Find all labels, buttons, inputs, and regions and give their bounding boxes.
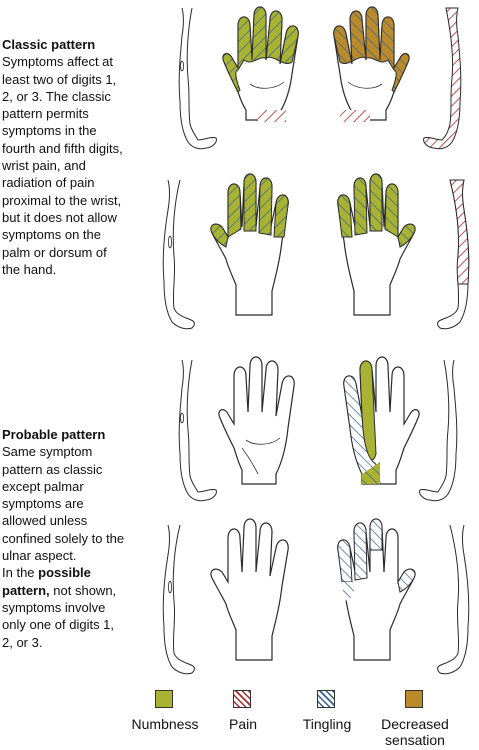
text-line: ulnar aspect. [2, 548, 77, 564]
text-line: but it does not allow [2, 209, 117, 225]
text-line: except palmar [2, 478, 84, 494]
possible-bold: possible [38, 565, 91, 581]
arm-figure [162, 524, 195, 675]
text-line: allowed unless [2, 513, 88, 529]
text-line: symptoms in the [2, 123, 97, 139]
arm-figure [419, 359, 458, 502]
text-line: proximal to the wrist, [2, 192, 122, 208]
text-line: palm or dorsum of [2, 244, 107, 260]
legend-label-decreased-line1: Decreased [381, 716, 449, 732]
hand-dorsum-plain [210, 518, 289, 661]
text-line: pattern permits [2, 106, 89, 122]
text-line: wrist pain, and [2, 158, 86, 174]
text-line: symptoms on the [2, 227, 101, 243]
hand-numbness-classic [222, 6, 299, 121]
legend-swatch-pain [233, 690, 251, 708]
text-line: only one of digits 1, [2, 617, 115, 633]
text-line: fourth and fifth digits, [2, 140, 123, 156]
hand-dorsum-numbness-left [210, 173, 289, 316]
hand-dorsum-tingling [337, 518, 416, 661]
arm-figure [178, 7, 217, 150]
legend-label-numbness: Numbness [131, 716, 199, 732]
text-line: pattern as classic [2, 461, 103, 477]
text-line: symptoms involve [2, 599, 106, 615]
possible-bold: pattern, [2, 582, 50, 598]
text-line: 2, or 3. [2, 634, 43, 650]
wrist-pain-band [258, 110, 286, 122]
legend-label-tingling: Tingling [302, 716, 352, 732]
arm-figure [178, 359, 217, 502]
wrist-pain-band [340, 110, 370, 122]
text-line: 2, or 3. The classic [2, 88, 111, 104]
probable-pattern-heading: Probable pattern [2, 427, 106, 442]
text-line: least two of digits 1, [2, 71, 117, 87]
hand-palm-probable [343, 356, 420, 485]
text-line: In the [2, 565, 39, 581]
text-line: symptoms are [2, 496, 84, 512]
classic-pattern-heading: Classic pattern [2, 37, 96, 52]
arm-figure [162, 179, 195, 330]
arm-figure [437, 524, 470, 675]
text-line: the hand. [2, 261, 57, 277]
hand-decreased-classic [333, 6, 410, 121]
classic-pattern-text: Classic pattern Symptoms affect at least… [2, 36, 174, 278]
probable-pattern-text: Probable pattern Same symptom pattern as… [2, 426, 177, 651]
legend-swatch-decreased [405, 690, 423, 708]
text-line: Same symptom [2, 444, 93, 460]
legend-swatch-numbness [155, 690, 173, 708]
arm-pain-dorsum [437, 179, 470, 330]
legend-swatch-tingling [317, 690, 335, 708]
text-line: confined solely to the [2, 530, 125, 546]
text-line: Symptoms affect at [2, 54, 114, 70]
legend-label-decreased-line2: sensation [385, 732, 445, 748]
text-line: not shown, [49, 582, 117, 598]
arm-pain-classic [423, 7, 462, 150]
legend-label-pain: Pain [228, 716, 258, 732]
text-line: radiation of pain [2, 175, 95, 191]
hand-dorsum-numbness-right [337, 173, 416, 316]
hand-palm-plain [218, 356, 295, 485]
legend-label-decreased: Decreased sensation [372, 716, 458, 748]
